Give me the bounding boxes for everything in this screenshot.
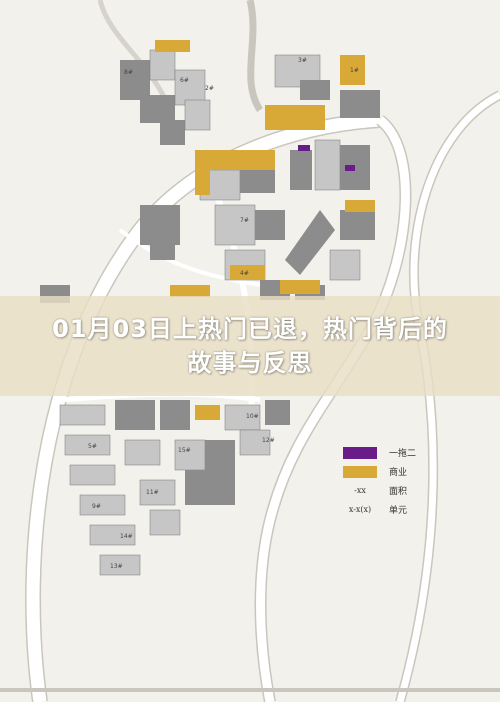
legend-symbol: x-x(x) [348,505,372,514]
commercial-area [230,265,265,280]
building [150,245,175,260]
banner-title: 01月03日上热门已退，热门背后的故事与反思 [52,315,448,377]
building [205,440,235,470]
building [115,400,155,430]
commercial-area [170,285,210,297]
building [185,470,235,505]
legend-label: 单元 [389,506,408,516]
block-label: 14# [120,533,133,540]
commercial-area [340,55,365,85]
legend-row-unit: x-x(x) 单元 [343,500,463,519]
commercial-area [345,200,375,212]
ring-road [395,90,500,702]
block-label: 11# [146,489,159,496]
ring-road-fill [396,91,500,702]
building [140,205,180,245]
legend-label: 一拖二 [389,449,417,459]
legend-row-commercial: 商业 [343,462,463,481]
building [314,139,341,191]
title-banner: 01月03日上热门已退，热门背后的故事与反思 [0,296,500,396]
building [79,494,126,516]
block-label: 3# [298,57,307,64]
building [329,249,361,281]
building [214,204,256,246]
legend-row-one-to-two: 一拖二 [343,443,463,462]
commercial-area [280,280,320,294]
building [265,400,290,425]
building [160,400,190,430]
block-label: 13# [110,563,123,570]
block-label: 1# [350,67,359,74]
block-label: 7# [240,217,249,224]
block-label: 8# [124,69,133,76]
building [290,150,312,190]
commercial-area [195,150,275,170]
building [99,554,141,576]
legend-label: 面积 [389,487,408,497]
map-legend: 一拖二 商业 -xx 面积 x-x(x) 单元 [343,443,463,519]
building [64,434,111,456]
building [120,60,150,100]
building [124,439,161,466]
main-arc-road-fill [26,113,381,702]
commercial-area [195,170,210,195]
building [340,90,380,118]
building [285,210,335,275]
building [140,95,175,123]
building [149,49,176,81]
block-label: 6# [180,77,189,84]
building-footprints [40,49,380,576]
building [160,120,185,145]
commercial-areas [155,40,375,420]
building [174,69,206,106]
block-label: 2# [205,85,214,92]
block-label: 12# [262,437,275,444]
building [300,80,330,100]
block-label: 5# [88,443,97,450]
one-to-two-unit [345,165,355,171]
building [255,210,285,240]
building [340,210,375,240]
building [59,404,106,426]
legend-symbol: -xx [354,486,366,495]
building [184,99,211,131]
one-to-two-units [298,145,355,171]
one-to-two-unit [298,145,310,151]
north-road [246,0,264,112]
commercial-area [265,105,325,130]
legend-swatch-purple [343,446,377,459]
building [139,479,176,506]
building [149,509,181,536]
block-label: 15# [178,447,191,454]
legend-row-area: -xx 面积 [343,481,463,500]
building [174,439,206,471]
block-label: 4# [240,270,249,277]
legend-label: 商业 [389,468,408,478]
building [89,524,136,546]
east-road-fill [256,116,410,702]
block-label: 10# [246,413,259,420]
block-labels: 8# 3# 6# 2# 1# 7# 4# 5# 9# 12# 15# 10# 1… [88,57,359,570]
commercial-area [155,40,190,52]
building [69,464,116,486]
legend-swatch-commercial [343,465,377,478]
block-label: 9# [92,503,101,510]
northwest-road [97,0,173,111]
building [239,429,271,456]
commercial-area [195,405,220,420]
